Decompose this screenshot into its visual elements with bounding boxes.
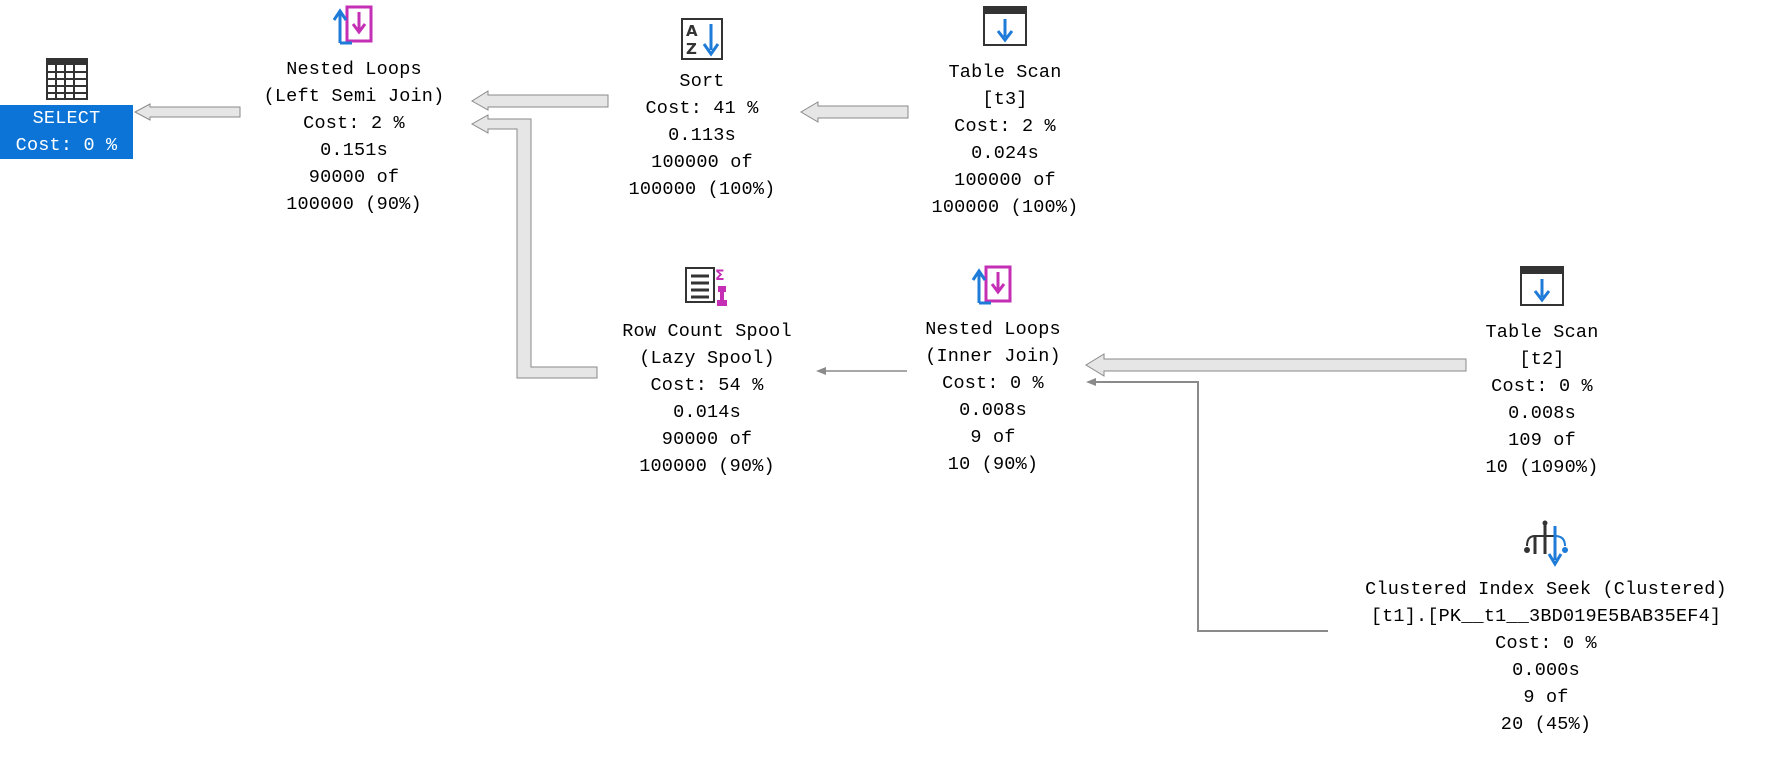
node-rows-actual: 90000 of (308, 167, 400, 188)
sort-icon: A Z (681, 18, 723, 60)
node-cost: Cost: 0 % (1495, 633, 1597, 654)
node-rows-actual: 9 of (970, 427, 1016, 448)
edge-t3-to-sort (800, 101, 909, 123)
svg-text:Σ: Σ (715, 268, 725, 284)
node-rows-actual: 100000 of (954, 170, 1056, 191)
node-time: 0.008s (1508, 403, 1576, 424)
node-name: Nested Loops (286, 59, 422, 80)
node-time: 0.113s (668, 125, 736, 146)
table-scan-t2-node[interactable]: Table Scan [t2] Cost: 0 % 0.008s 109 of … (1467, 265, 1617, 481)
nested-loops-inner-join-node[interactable]: Nested Loops (Inner Join) Cost: 0 % 0.00… (907, 262, 1079, 478)
node-object: [t2] (1519, 349, 1565, 370)
result-grid-icon (45, 58, 88, 100)
node-cost: Cost: 54 % (650, 375, 764, 396)
edge-semi-to-select (133, 103, 241, 121)
node-subtitle: (Left Semi Join) (263, 86, 445, 107)
edge-sort-to-semi (471, 90, 609, 111)
node-cost: Cost: 2 % (303, 113, 405, 134)
nested-loops-icon (971, 265, 1012, 305)
node-cost: Cost: 2 % (954, 116, 1056, 137)
nested-loops-semi-join-node[interactable]: Nested Loops (Left Semi Join) Cost: 2 % … (244, 2, 464, 218)
svg-text:Z: Z (686, 40, 697, 58)
node-name: Sort (679, 71, 725, 92)
sort-node[interactable]: A Z Sort Cost: 41 % 0.113s 100000 of 100… (612, 16, 792, 203)
table-scan-t3-node[interactable]: Table Scan [t3] Cost: 2 % 0.024s 100000 … (915, 5, 1095, 221)
node-rows-estimated: 100000 (100%) (628, 179, 776, 200)
node-subtitle: (Lazy Spool) (639, 348, 775, 369)
node-rows-actual: 90000 of (661, 429, 753, 450)
node-time: 0.014s (673, 402, 741, 423)
node-rows-estimated: 10 (90%) (947, 454, 1039, 475)
node-cost: Cost: 0 % (942, 373, 1044, 394)
node-cost: Cost: 41 % (645, 98, 759, 119)
node-name: Nested Loops (925, 319, 1061, 340)
table-scan-icon (983, 6, 1027, 46)
node-cost: Cost: 0 % (1491, 376, 1593, 397)
node-rows-estimated: 100000 (90%) (286, 194, 422, 215)
svg-text:A: A (686, 22, 698, 40)
node-name: Row Count Spool (622, 321, 792, 342)
node-rows-actual: 100000 of (651, 152, 753, 173)
node-time: 0.000s (1512, 660, 1580, 681)
row-count-spool-node[interactable]: Σ Row Count Spool (Lazy Spool) Cost: 54 … (600, 264, 814, 480)
node-name: Clustered Index Seek (Clustered) (1365, 579, 1727, 600)
node-time: 0.008s (959, 400, 1027, 421)
row-count-spool-icon: Σ (685, 267, 727, 306)
node-name: Table Scan (1485, 322, 1599, 343)
node-time: 0.024s (971, 143, 1039, 164)
select-label: SELECT (32, 108, 101, 129)
node-name: Table Scan (948, 62, 1062, 83)
node-rows-actual: 9 of (1523, 687, 1569, 708)
edge-t2-to-inner (1085, 353, 1467, 377)
select-cost: Cost: 0 % (15, 135, 118, 156)
edge-seek-to-inner-head (1086, 378, 1096, 386)
edge-seek-to-inner (1095, 381, 1328, 632)
table-scan-icon (1520, 266, 1564, 306)
node-rows-estimated: 20 (45%) (1500, 714, 1592, 735)
select-node[interactable]: SELECT Cost: 0 % (0, 57, 133, 159)
node-rows-estimated: 10 (1090%) (1485, 457, 1599, 478)
node-object: [t3] (982, 89, 1028, 110)
node-subtitle: (Inner Join) (925, 346, 1061, 367)
clustered-index-seek-icon (1524, 520, 1568, 567)
node-rows-estimated: 100000 (100%) (931, 197, 1079, 218)
edge-spool-to-semi (470, 114, 598, 379)
edge-inner-to-spool-head (816, 367, 826, 375)
clustered-index-seek-node[interactable]: Clustered Index Seek (Clustered) [t1].[P… (1330, 520, 1762, 738)
node-object: [t1].[PK__t1__3BD019E5BAB35EF4] (1370, 606, 1722, 627)
node-time: 0.151s (320, 140, 388, 161)
node-rows-estimated: 100000 (90%) (639, 456, 775, 477)
nested-loops-icon (332, 5, 373, 45)
node-rows-actual: 109 of (1508, 430, 1576, 451)
